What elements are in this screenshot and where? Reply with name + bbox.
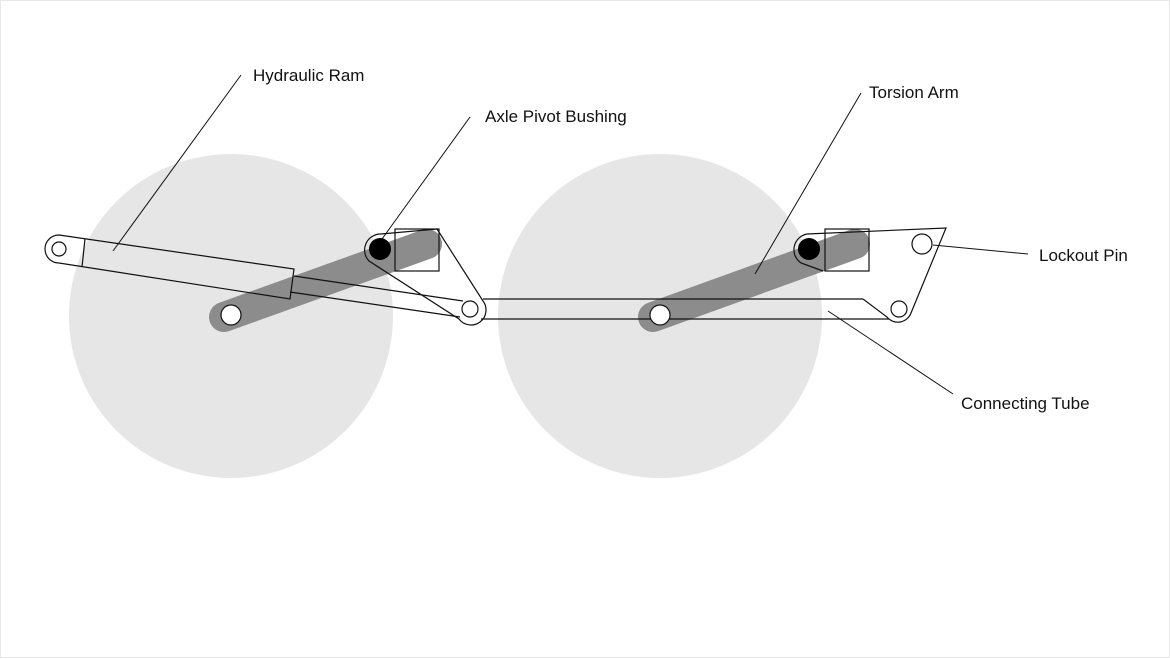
hydraulic-ram-rod-top <box>293 275 464 302</box>
hydraulic-ram-rod-bottom <box>289 291 461 318</box>
right-torsion-arm <box>638 229 870 332</box>
hydraulic-ram-collar <box>81 238 86 268</box>
leader-hydraulic-ram <box>112 74 242 252</box>
left-wheel-axle-pin <box>220 304 242 326</box>
hydraulic-ram-body <box>44 234 295 300</box>
right-rocker-plate <box>793 227 947 323</box>
right-wheel-axle-pin <box>649 304 671 326</box>
label-connecting-tube: Connecting Tube <box>961 394 1090 413</box>
right-axle-pivot-bushing <box>798 238 820 260</box>
connecting-tube <box>481 298 889 320</box>
right-bracket-block <box>824 228 870 272</box>
left-rocker-pin <box>461 300 479 318</box>
right-rocker-pin <box>890 300 908 318</box>
label-lockout-pin: Lockout Pin <box>1039 246 1128 265</box>
hydraulic-ram-eye <box>51 241 67 257</box>
leader-lockout-pin <box>932 244 1029 255</box>
leader-axle-pivot-bushing <box>381 116 471 240</box>
left-rocker-plate <box>364 228 487 326</box>
label-hydraulic-ram: Hydraulic Ram <box>253 66 364 85</box>
leader-connecting-tube <box>827 310 954 395</box>
label-torsion-arm: Torsion Arm <box>869 83 959 102</box>
left-bracket-block <box>394 228 440 272</box>
label-axle-pivot-bushing: Axle Pivot Bushing <box>485 107 627 126</box>
lockout-pin <box>911 233 933 255</box>
leader-torsion-arm <box>754 92 862 275</box>
left-axle-pivot-bushing <box>369 238 391 260</box>
